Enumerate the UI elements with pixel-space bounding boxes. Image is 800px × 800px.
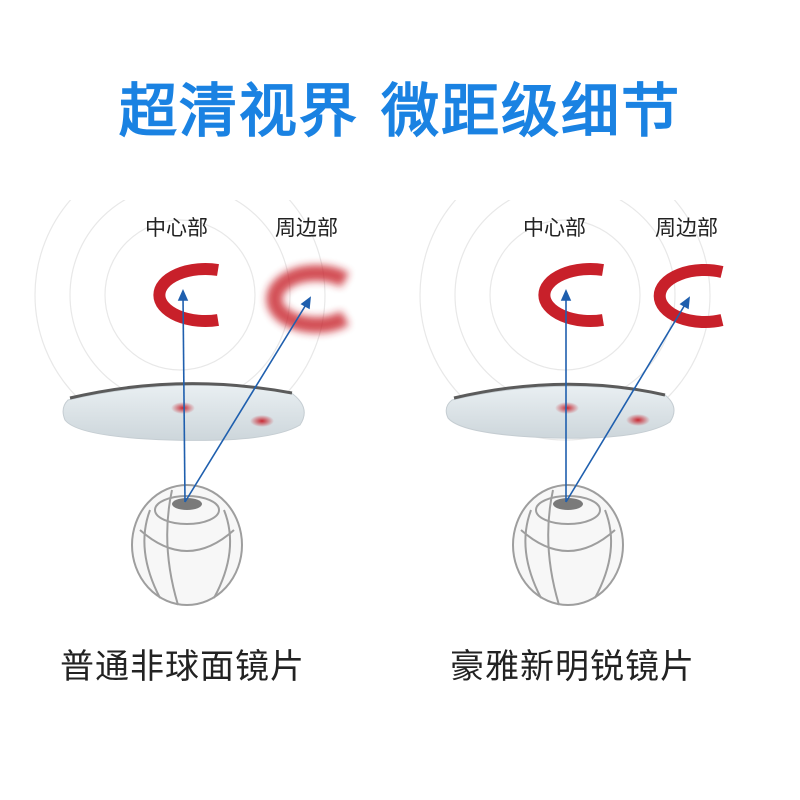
label-center-left: 中心部 xyxy=(145,216,208,240)
lens-center-spot xyxy=(171,402,195,414)
edge-c-ring-sharp xyxy=(653,264,724,328)
label-center-right: 中心部 xyxy=(523,216,586,240)
light-rays xyxy=(560,289,690,503)
label-edge-right: 周边部 xyxy=(655,216,718,240)
center-c-ring xyxy=(538,263,604,327)
lens-top-edge xyxy=(453,382,666,400)
hoya-lens-diagram xyxy=(419,200,724,606)
eyeball xyxy=(512,484,624,606)
label-edge-left: 周边部 xyxy=(275,216,338,240)
lens-edge-spot xyxy=(250,415,274,427)
ordinary-lens-diagram xyxy=(34,200,349,606)
lens-center-spot xyxy=(555,402,579,414)
headline: 超清视界 微距级细节 xyxy=(118,77,682,145)
eyeball xyxy=(131,484,243,606)
edge-c-ring-blurred xyxy=(266,265,349,333)
lens-edge-spot xyxy=(626,414,650,426)
panel-hoya-lens: 中心部 周边部 xyxy=(380,200,780,620)
light-rays xyxy=(177,289,311,503)
caption-ordinary-lens: 普通非球面镜片 xyxy=(60,647,305,687)
background-rings xyxy=(419,200,711,441)
panel-ordinary-lens: 中心部 周边部 xyxy=(0,200,400,620)
caption-hoya-lens: 豪雅新明锐镜片 xyxy=(450,647,695,687)
center-c-ring xyxy=(153,263,219,327)
lens-top-edge xyxy=(69,382,293,400)
